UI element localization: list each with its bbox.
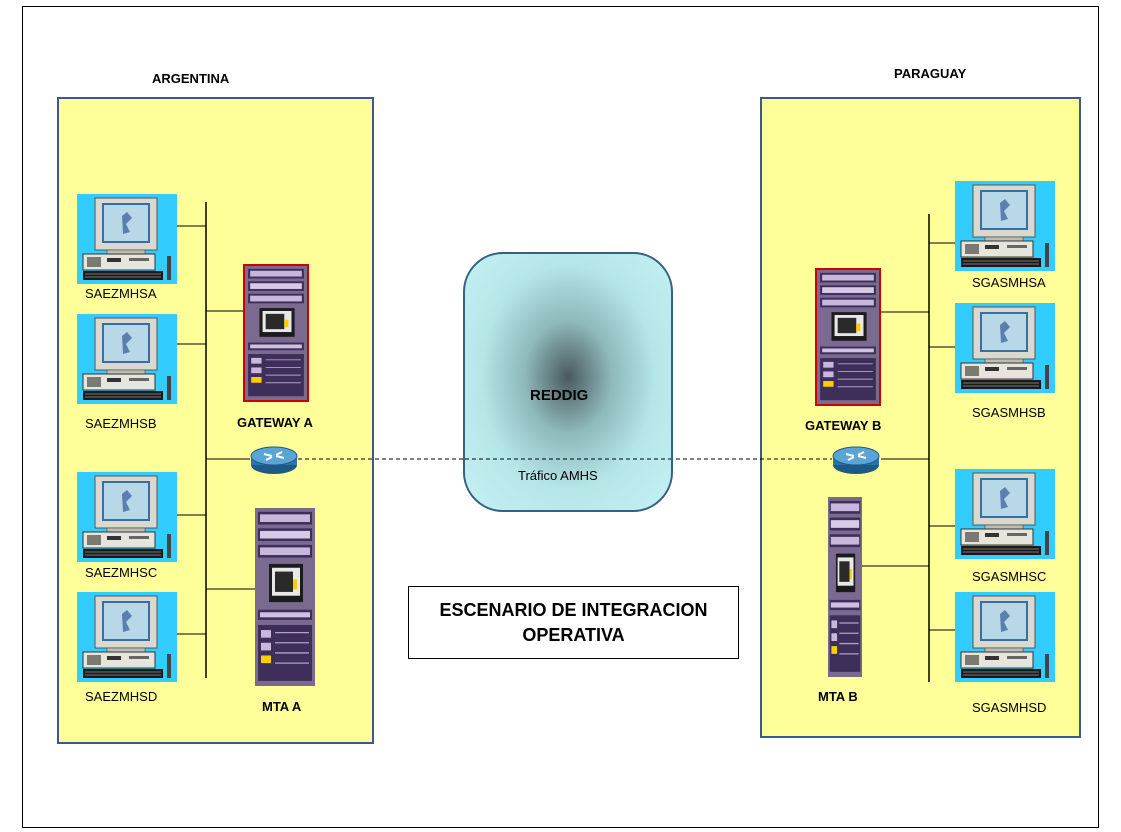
workstation-label: SGASMHSD [972,700,1047,715]
workstation-label: SGASMHSC [972,569,1047,584]
gateway-label: GATEWAY A [237,415,313,430]
workstation-label: SGASMHSB [972,405,1046,420]
workstation-label: SAEZMHSD [85,689,158,704]
paraguay-title: PARAGUAY [894,66,967,81]
scenario-title-line2: OPERATIVA [522,624,625,645]
scenario-title-box: ESCENARIO DE INTEGRACION OPERATIVA [408,586,739,659]
mta-label: MTA B [818,689,858,704]
argentina-title: ARGENTINA [152,71,230,86]
router-icon [832,445,880,475]
workstation-label: SAEZMHSC [85,565,158,580]
traffic-label: Tráfico AMHS [518,468,598,483]
scenario-title-line1: ESCENARIO DE INTEGRACION [439,599,708,620]
router-icon [250,445,298,475]
computer-icon [955,181,1055,271]
mta-label: MTA A [262,699,302,714]
computer-icon [955,303,1055,393]
computer-icon [955,469,1055,559]
workstation-label: SAEZMHSB [85,416,157,431]
workstation-label: SGASMHSA [972,275,1046,290]
gateway-server-icon [815,268,881,406]
computer-icon [77,314,177,404]
reddig-label: REDDIG [530,387,589,404]
mta-server-icon [255,508,315,686]
gateway-server-icon [243,264,309,402]
computer-icon [77,472,177,562]
mta-server-icon [828,497,862,677]
gateway-label: GATEWAY B [805,418,882,433]
computer-icon [955,592,1055,682]
computer-icon [77,592,177,682]
computer-icon [77,194,177,284]
workstation-label: SAEZMHSA [85,286,157,301]
reddig-network-cloud [463,252,673,512]
